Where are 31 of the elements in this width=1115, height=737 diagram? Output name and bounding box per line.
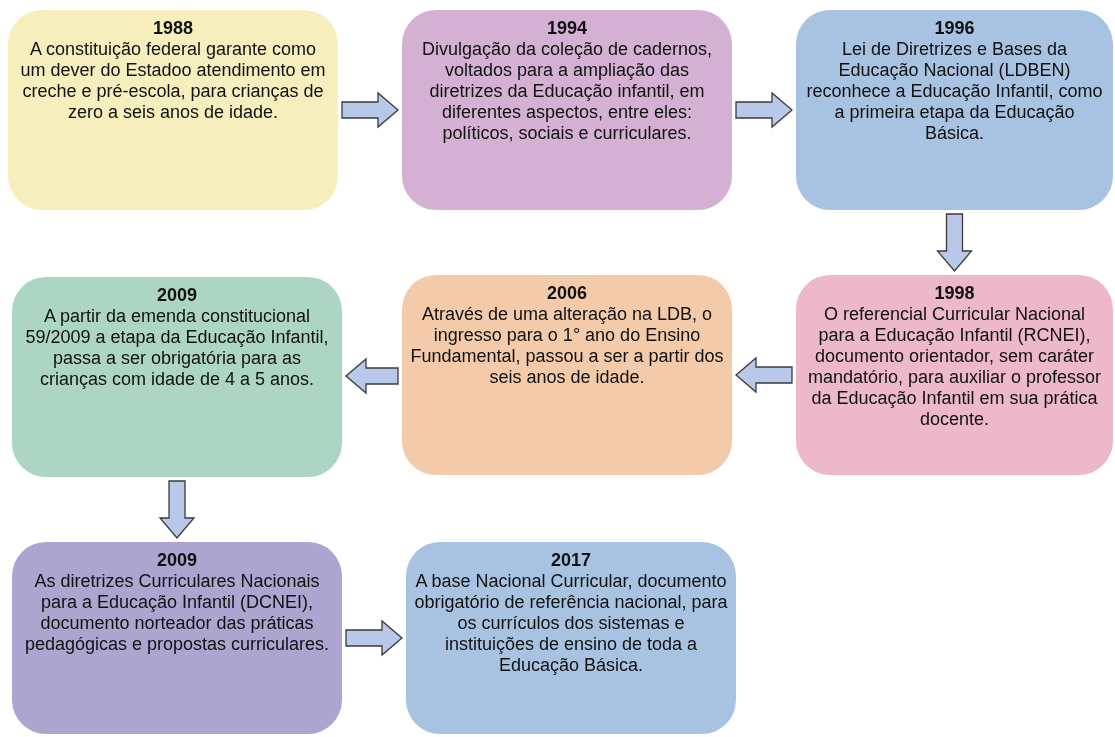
- timeline-card: [8, 10, 338, 210]
- timeline-card: [12, 277, 342, 477]
- event-description: Lei de Diretrizes e Bases da Educação Nacional (LDBEN) reconhece a Educação Infantil, como a primeira etapa da Educação Básica.: [805, 39, 1104, 144]
- timeline-card: [402, 10, 732, 210]
- timeline-card: [796, 10, 1113, 210]
- event-description: As diretrizes Curriculares Nacionais para a Educação Infantil (DCNEI), documento norteador das práticas pedagógicas e propostas curriculares.: [23, 571, 331, 655]
- year-heading: 2009: [155, 550, 198, 571]
- event-description: Divulgação da coleção de cadernos, voltados para a ampliação das diretrizes da Educação infantil, em diferentes aspectos, entre eles: políticos, sociais e curriculares.: [420, 39, 714, 144]
- year-heading: 1994: [545, 18, 588, 39]
- year-heading: 1998: [933, 283, 976, 304]
- timeline-card: [402, 275, 732, 475]
- event-description: Através de uma alteração na LDB, o ingresso para o 1° ano do Ensino Fundamental, passou a ser a partir dos seis anos de idade.: [410, 304, 724, 388]
- timeline-card: [12, 542, 342, 734]
- block-arrow: [345, 357, 399, 395]
- timeline-card: [796, 275, 1113, 475]
- year-heading: 2006: [545, 283, 588, 304]
- event-description: A partir da emenda constitucional 59/2009 a etapa da Educação Infantil, passa a ser obrigatória para as crianças com idade de 4 a 5 anos.: [24, 306, 330, 390]
- block-arrow: [345, 619, 403, 657]
- block-arrow: [158, 480, 196, 539]
- event-description: A constituição federal garante como um dever do Estadoo atendimento em creche e pré-escola, para crianças de zero a seis anos de idade.: [19, 39, 327, 123]
- year-heading: 2009: [155, 285, 198, 306]
- year-heading: 2017: [549, 550, 592, 571]
- block-arrow: [735, 356, 793, 394]
- event-description: A base Nacional Curricular, documento obrigatório de referência nacional, para os currículos dos sistemas e instituições de ensino de toda a Educação Básica.: [414, 571, 728, 676]
- event-description: O referencial Curricular Nacional para a Educação Infantil (RCNEI), documento orientador, sem caráter mandatório, para auxiliar o professor da Educação Infantil em sua prática docente.: [806, 304, 1103, 430]
- block-arrow: [341, 91, 399, 129]
- block-arrow: [936, 213, 973, 272]
- year-heading: 1988: [151, 18, 194, 39]
- block-arrow: [735, 91, 793, 129]
- year-heading: 1996: [933, 18, 976, 39]
- timeline-card: [406, 542, 736, 734]
